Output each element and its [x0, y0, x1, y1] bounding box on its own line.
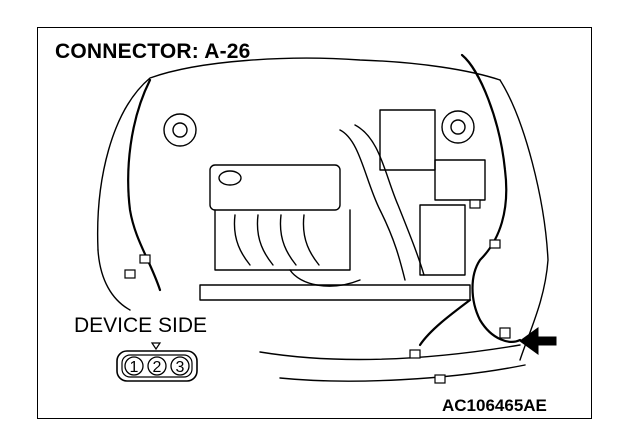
engine-block: [214, 209, 351, 271]
small-connector: [469, 199, 481, 209]
pin-1-label: 1: [130, 359, 139, 376]
bumper-lower-line: [279, 364, 526, 382]
small-connector: [489, 239, 501, 249]
pin-1-outline: [124, 356, 144, 376]
small-connector: [409, 349, 421, 359]
left-strut-tower: [163, 113, 197, 147]
figure-frame: [37, 27, 592, 419]
engine-cover: [209, 164, 341, 211]
intake-runners: [233, 214, 320, 266]
small-connector: [124, 269, 136, 279]
intake-duct: [339, 129, 406, 281]
connector-key-marker: [150, 342, 162, 351]
pin-3-outline: [170, 356, 190, 376]
connector-face-icon: 1 2 3: [116, 342, 198, 382]
connector-title: CONNECTOR: A-26: [55, 40, 251, 63]
front-bumper-line: [259, 344, 521, 361]
left-fender-outline: [97, 249, 131, 311]
pin-2-outline: [147, 356, 167, 376]
air-cleaner: [379, 109, 436, 171]
pin-3-label: 3: [176, 359, 185, 376]
connector-a26: [499, 327, 511, 339]
device-side-label: DEVICE SIDE: [74, 314, 208, 337]
radiator-support: [199, 284, 471, 301]
fuse-box: [419, 204, 466, 276]
reference-code: AC106465AE: [442, 396, 547, 415]
connector-housing: [116, 350, 198, 382]
right-fender-outline: [499, 79, 549, 361]
right-strut-tower: [441, 110, 475, 144]
small-connector: [139, 254, 151, 264]
connector-location-arrow: [519, 327, 557, 355]
pin-2-label: 2: [153, 359, 162, 376]
battery: [434, 159, 486, 201]
small-connector: [434, 374, 446, 384]
hood-outline: [96, 57, 501, 251]
oil-cap: [218, 170, 242, 186]
